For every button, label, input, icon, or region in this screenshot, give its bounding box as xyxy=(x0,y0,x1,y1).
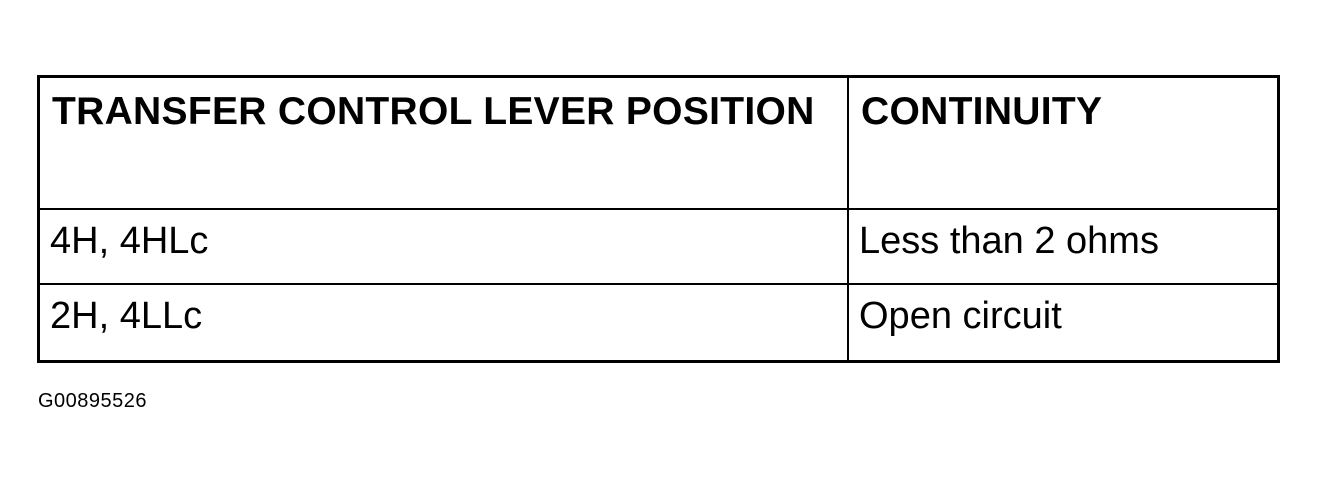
header-continuity: CONTINUITY xyxy=(847,78,1277,210)
cell-lever-position: 4H, 4HLc xyxy=(40,207,849,286)
table-row: 4H, 4HLc Less than 2 ohms xyxy=(40,207,1277,286)
cell-continuity: Open circuit xyxy=(847,283,1277,360)
continuity-table-frame: TRANSFER CONTROL LEVER POSITION CONTINUI… xyxy=(37,75,1280,363)
header-lever-position: TRANSFER CONTROL LEVER POSITION xyxy=(40,78,849,210)
continuity-table: TRANSFER CONTROL LEVER POSITION CONTINUI… xyxy=(40,78,1277,360)
figure-id-label: G00895526 xyxy=(38,390,148,412)
table-header-row: TRANSFER CONTROL LEVER POSITION CONTINUI… xyxy=(40,78,1277,210)
table-row: 2H, 4LLc Open circuit xyxy=(40,283,1277,360)
cell-continuity: Less than 2 ohms xyxy=(847,207,1277,286)
cell-lever-position: 2H, 4LLc xyxy=(40,283,849,360)
